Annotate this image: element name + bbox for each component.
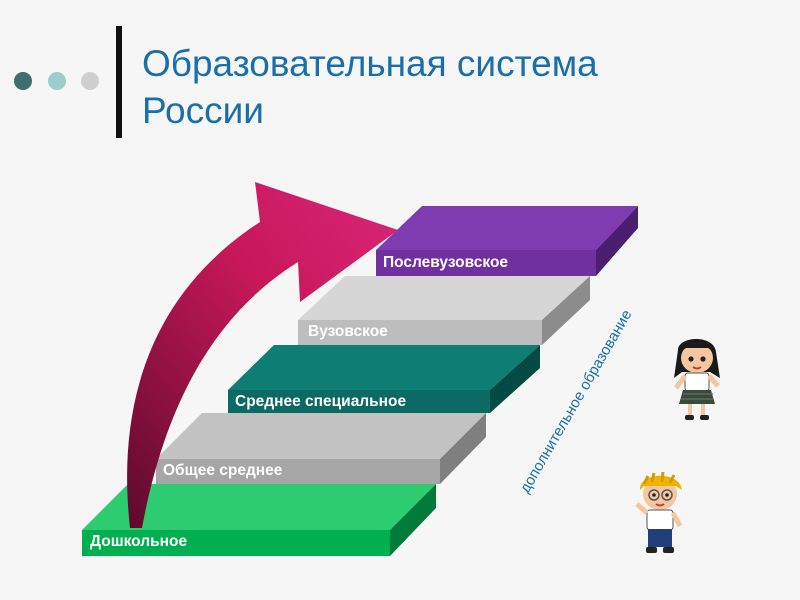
step-general-secondary <box>156 413 486 484</box>
boy-cartoon-icon <box>635 471 683 553</box>
title-line-1: Образовательная система <box>142 43 598 84</box>
title-line-2: России <box>142 90 264 131</box>
step-preschool <box>82 484 436 556</box>
step-specialized-secondary <box>228 345 540 413</box>
step-label-specialized-secondary: Среднее специальное <box>235 393 407 410</box>
progress-arrow <box>127 182 399 528</box>
step-label-preschool: Дошкольное <box>90 533 188 550</box>
girl-cartoon-icon <box>674 339 720 420</box>
step-label-higher: Вузовское <box>308 323 388 340</box>
dot-light <box>81 72 99 90</box>
title-divider <box>116 26 122 138</box>
step-postgraduate <box>376 206 638 276</box>
dot-mid <box>48 72 66 90</box>
step-label-general-secondary: Общее среднее <box>163 462 283 479</box>
step-label-postgraduate: Послевузовское <box>383 254 509 271</box>
dot-dark <box>14 72 32 90</box>
page-title: Образовательная система России <box>142 40 762 134</box>
step-higher <box>298 276 590 345</box>
